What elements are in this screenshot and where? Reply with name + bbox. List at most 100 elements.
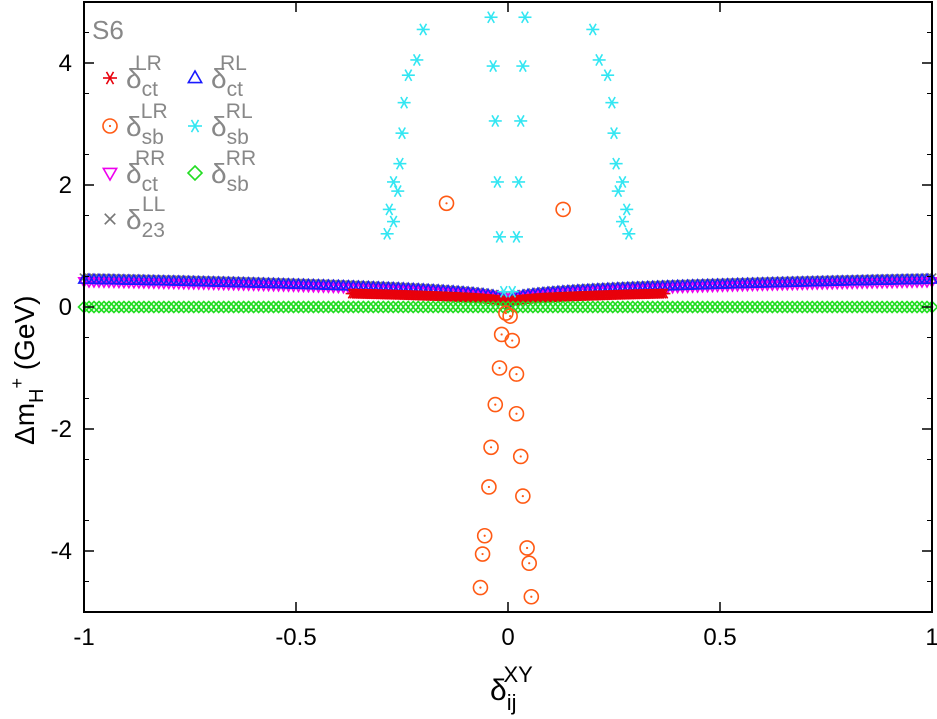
- point-sb_RL-13: [620, 203, 634, 216]
- y-tick-label: -4: [51, 538, 72, 565]
- point-sb_RR-63: [391, 300, 405, 314]
- point-sb_RL-2: [382, 203, 396, 216]
- point-sb_RL-6: [395, 127, 409, 140]
- point-sb_RR-20: [177, 300, 191, 314]
- point-sb_RR-77: [461, 300, 475, 314]
- point-sb_RR-66: [406, 300, 420, 314]
- point-sb_RR-150: [825, 300, 839, 314]
- legend-label-sb_RL: δsbRL: [211, 100, 253, 149]
- point-sb_RR-33: [241, 300, 256, 314]
- point-sb_RR-73: [441, 300, 455, 314]
- point-sb_LR-15: [519, 540, 535, 556]
- point-sb_RL-19: [601, 69, 615, 82]
- y-axis-label: ΔmH+ (GeV): [7, 296, 48, 445]
- point-sb_RR-133: [740, 300, 755, 314]
- point-sb_RR-166: [905, 300, 919, 314]
- point-sb_RR-12: [137, 300, 151, 314]
- point-sb_LR-10: [483, 439, 499, 456]
- point-sb_RR-141: [780, 300, 794, 314]
- point-sb_RR-122: [685, 300, 700, 314]
- point-sb_RL-27: [514, 114, 528, 128]
- point-sb_RR-121: [680, 300, 695, 314]
- point-sb_RR-134: [745, 300, 760, 314]
- point-sb_RR-105: [601, 300, 615, 314]
- point-sb_RL-1: [387, 215, 401, 228]
- point-sb_RR-65: [401, 300, 415, 314]
- point-sb_RR-95: [551, 300, 565, 314]
- point-sb_RR-68: [416, 300, 430, 314]
- point-sb_RL-21: [586, 23, 600, 36]
- point-sb_RR-161: [880, 300, 894, 314]
- point-sb_RR-42: [286, 300, 301, 314]
- point-sb_RR-87: [511, 300, 525, 314]
- point-sb_RR-84: [496, 300, 510, 314]
- point-sb_RR-102: [586, 300, 600, 314]
- point-sb_RR-6: [107, 300, 121, 314]
- point-sb_RR-7: [112, 300, 126, 314]
- point-sb_RR-27: [212, 300, 226, 314]
- point-sb_RL-3: [391, 185, 405, 198]
- point-sb_RR-120: [675, 300, 690, 314]
- point-sb_RR-116: [656, 300, 670, 314]
- point-sb_RR-59: [371, 300, 385, 314]
- point-sb_LR-19: [523, 588, 540, 605]
- point-sb_RR-80: [476, 300, 490, 314]
- point-sb_RR-1: [82, 300, 96, 314]
- point-sb_RR-62: [386, 300, 400, 314]
- legend-item-ct_LR: δctLR: [103, 52, 162, 101]
- point-sb_RR-36: [256, 300, 271, 314]
- point-sb_RR-123: [690, 300, 705, 314]
- point-sb_RR-104: [596, 300, 610, 314]
- point-sb_RR-49: [321, 300, 336, 314]
- point-sb_RR-108: [616, 300, 630, 314]
- point-sb_RL-24: [486, 59, 500, 73]
- point-sb_RR-128: [715, 300, 730, 314]
- point-sb_RR-131: [730, 300, 745, 314]
- point-sb_RR-81: [481, 300, 495, 314]
- point-sb_RR-96: [556, 300, 570, 314]
- point-sb_RL-30: [493, 230, 507, 243]
- point-sb_RL-12: [615, 215, 629, 228]
- point-sb_RL-8: [401, 69, 415, 82]
- point-sb_RR-138: [765, 300, 780, 314]
- point-sb_RR-29: [222, 300, 236, 314]
- y-tick-label: 2: [59, 172, 72, 199]
- legend-marker-sb_RR: [186, 164, 204, 182]
- point-sb_RR-99: [571, 300, 585, 314]
- point-sb_RR-114: [646, 300, 660, 314]
- point-sb_RL-28: [490, 175, 504, 189]
- point-sb_RR-137: [760, 300, 775, 314]
- x-tick-label: -0.5: [275, 624, 316, 651]
- point-sb_RR-71: [431, 300, 445, 314]
- point-sb_RR-148: [815, 300, 829, 314]
- x-axis-label-sup: XY: [503, 662, 533, 687]
- point-sb_RL-22: [484, 11, 498, 24]
- point-sb_RL-9: [410, 53, 424, 67]
- point-sb_RR-45: [301, 300, 316, 314]
- point-sb_RL-26: [488, 114, 502, 128]
- point-sb_RL-7: [397, 96, 411, 109]
- point-sb_LR-18: [472, 579, 489, 596]
- legend-label-sb_RR: δsbRR: [211, 147, 256, 196]
- point-sb_RR-132: [735, 300, 750, 314]
- point-sb_RL-20: [592, 53, 606, 67]
- series-sb_LR: [438, 195, 571, 605]
- point-sb_RR-165: [900, 300, 914, 314]
- legend-marker-sb_LR: [102, 118, 118, 134]
- point-sb_RR-154: [845, 300, 859, 314]
- series-sb_RL: [380, 11, 636, 298]
- point-sb_LR-13: [515, 488, 531, 504]
- point-sb_RR-5: [102, 300, 116, 314]
- chart-tag: S6: [92, 15, 124, 45]
- point-sb_RR-89: [521, 300, 535, 314]
- legend-item-sb_RL: δsbRL: [188, 100, 253, 149]
- y-axis-label-sup: +: [7, 378, 27, 389]
- point-sb_RR-37: [261, 300, 276, 314]
- point-sb_RR-15: [152, 300, 166, 314]
- point-sb_RR-151: [830, 300, 844, 314]
- point-sb_RL-14: [611, 185, 625, 198]
- point-sb_RR-90: [526, 300, 540, 314]
- point-sb_LR-8: [487, 396, 504, 413]
